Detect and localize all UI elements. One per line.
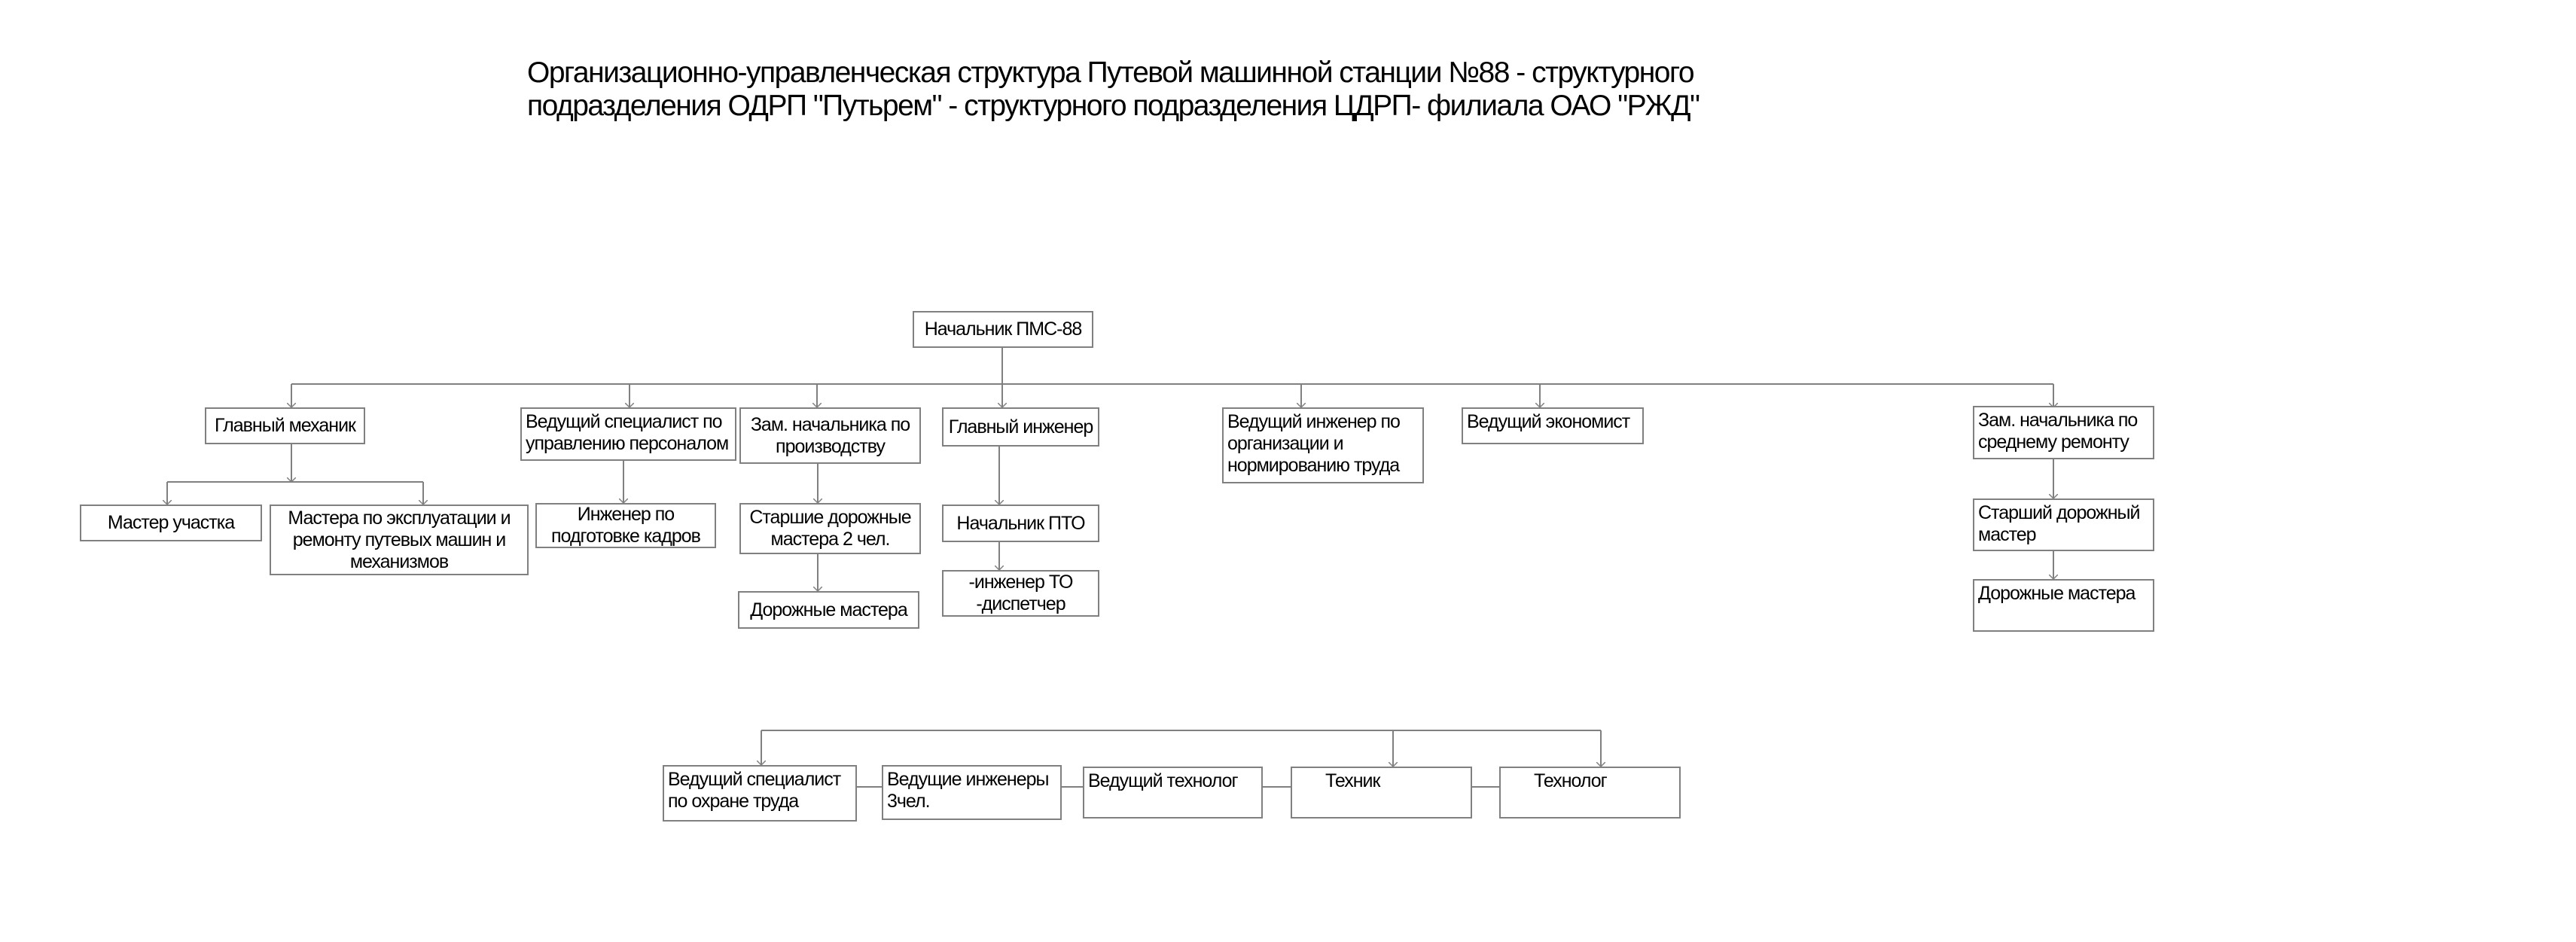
diagram-title-line-1: Организационно-управленческая структура … — [527, 56, 1695, 89]
box-hr-training-engineer: Инженер по подготовке кадров — [535, 503, 716, 548]
diagram-title-line-2: подразделения ОДРП "Путьрем" - структурн… — [527, 90, 1700, 122]
box-to-engineer-dispatcher: -инженер ТО -диспетчер — [942, 570, 1099, 617]
box-senior-road-masters: Старшие дорожные мастера 2 чел. — [739, 503, 921, 554]
box-head-pms88: Начальник ПМС-88 — [913, 311, 1093, 348]
box-lead-engineer-organization: Ведущий инженер по организации и нормиро… — [1222, 407, 1424, 483]
box-chief-mechanic: Главный механик — [205, 407, 365, 444]
box-deputy-medium-repair: Зам. начальника по среднему ремонту — [1973, 406, 2154, 459]
box-machine-masters: Мастера по эксплуатации и ремонту путевы… — [270, 505, 529, 575]
box-road-masters-repair: Дорожные мастера — [1973, 579, 2154, 632]
box-lead-engineers-3: Ведущие инженеры 3чел. — [882, 765, 1062, 820]
box-lead-safety-specialist: Ведущий специалист по охране труда — [663, 765, 857, 822]
box-pto-head: Начальник ПТО — [942, 505, 1099, 542]
box-deputy-production: Зам. начальника по производству — [739, 407, 921, 464]
box-lead-hr-specialist: Ведущий специалист по управлению персона… — [520, 407, 736, 461]
box-technologist: Технолог — [1499, 767, 1681, 819]
box-senior-road-master: Старший дорожный мастер — [1973, 498, 2154, 551]
box-road-masters-production: Дорожные мастера — [738, 591, 919, 629]
box-lead-economist: Ведущий экономист — [1462, 407, 1644, 444]
box-section-master: Мастер участка — [80, 505, 262, 541]
box-chief-engineer: Главный инженер — [942, 407, 1099, 447]
box-lead-technologist: Ведущий технолог — [1083, 767, 1263, 819]
box-technician: Техник — [1291, 767, 1472, 819]
